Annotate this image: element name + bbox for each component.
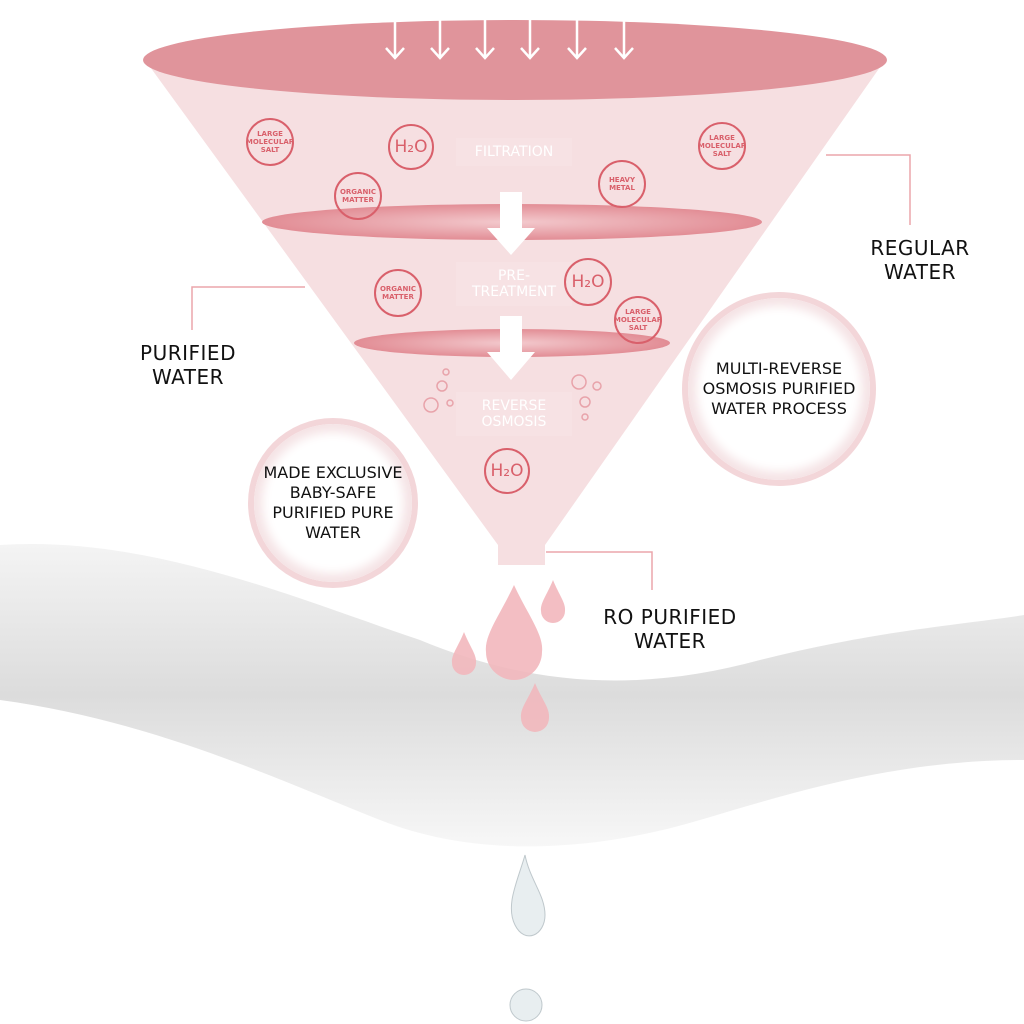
label-regular-water: REGULAR WATER: [870, 236, 970, 284]
stage-filtration: FILTRATION: [456, 138, 572, 166]
molecule-heavy-metal: HEAVY METAL: [598, 160, 646, 208]
down-arrow-icon: [487, 192, 535, 255]
process-badge: MULTI-REVERSE OSMOSIS PURIFIED WATER PRO…: [688, 298, 870, 480]
stage-pre-treatment: PRE-TREATMENT: [456, 262, 572, 306]
falling-water-drop-icon: [509, 854, 546, 1022]
molecule-h2o: H₂O: [484, 448, 530, 494]
molecule-organic: ORGANIC MATTER: [374, 269, 422, 317]
baby-safe-text: MADE EXCLUSIVE BABY-SAFE PURIFIED PURE W…: [263, 463, 403, 542]
molecule-large-salt: LARGE MOLECULAR SALT: [246, 118, 294, 166]
funnel-body: [145, 60, 885, 565]
funnel-top: [143, 20, 887, 100]
process-text: MULTI-REVERSE OSMOSIS PURIFIED WATER PRO…: [702, 359, 856, 418]
input-arrows-icon: [385, 0, 634, 60]
label-ro-purified-water: RO PURIFIED WATER: [603, 605, 737, 653]
molecule-h2o: H₂O: [564, 258, 612, 306]
molecule-organic: ORGANIC MATTER: [334, 172, 382, 220]
water-drops-icon: [451, 580, 566, 732]
molecule-h2o: H₂O: [388, 124, 434, 170]
leader-lines: [191, 154, 911, 590]
bubbles-icon: [423, 368, 602, 421]
molecule-large-salt: LARGE MOLECULAR SALT: [614, 296, 662, 344]
down-arrow-icon: [487, 316, 535, 380]
stage-reverse-osmosis: REVERSE OSMOSIS: [456, 392, 572, 436]
baby-safe-badge: MADE EXCLUSIVE BABY-SAFE PURIFIED PURE W…: [254, 424, 412, 582]
label-purified-water: PURIFIED WATER: [140, 341, 236, 389]
molecule-large-salt: LARGE MOLECULAR SALT: [698, 122, 746, 170]
rope-image: [0, 543, 1024, 847]
